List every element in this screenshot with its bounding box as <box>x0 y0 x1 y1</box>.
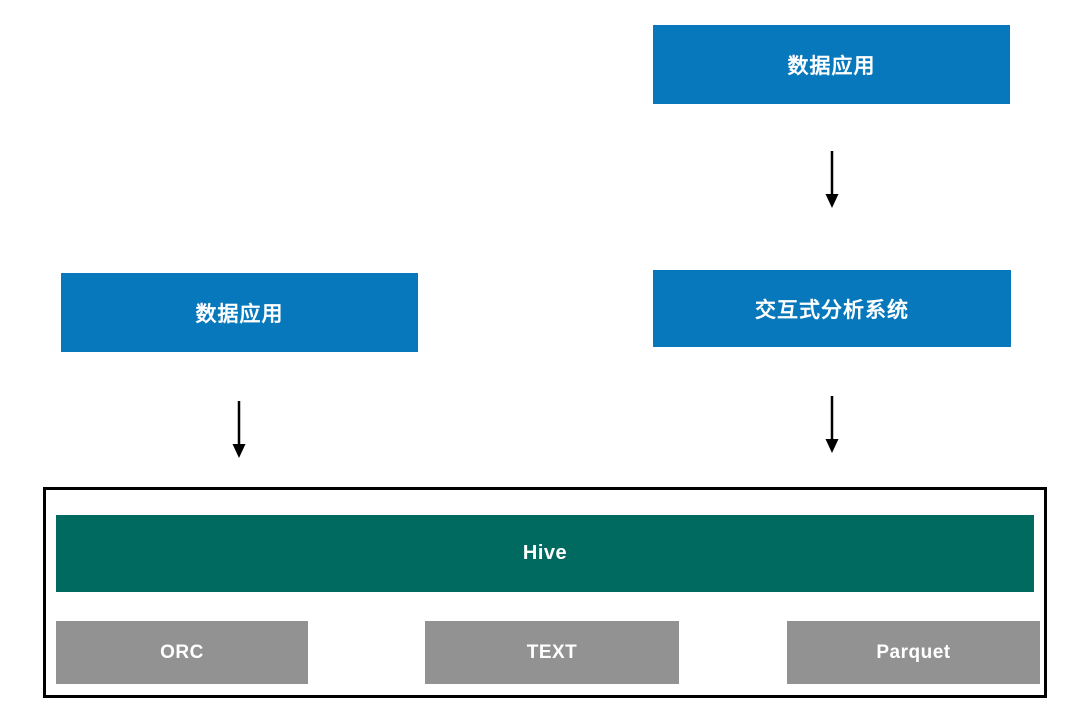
hive-storage-container: Hive ORC TEXT Parquet <box>43 487 1047 698</box>
node-format-text: TEXT <box>425 621 679 684</box>
arrow-down-icon <box>825 151 839 208</box>
node-format-parquet: Parquet <box>787 621 1040 684</box>
node-data-app-left: 数据应用 <box>61 273 418 352</box>
node-interactive-analysis-system: 交互式分析系统 <box>653 270 1011 347</box>
node-format-orc: ORC <box>56 621 308 684</box>
arrow-down-icon <box>232 401 246 458</box>
node-hive: Hive <box>56 515 1034 592</box>
arrow-down-icon <box>825 396 839 453</box>
node-data-app-top: 数据应用 <box>653 25 1010 104</box>
